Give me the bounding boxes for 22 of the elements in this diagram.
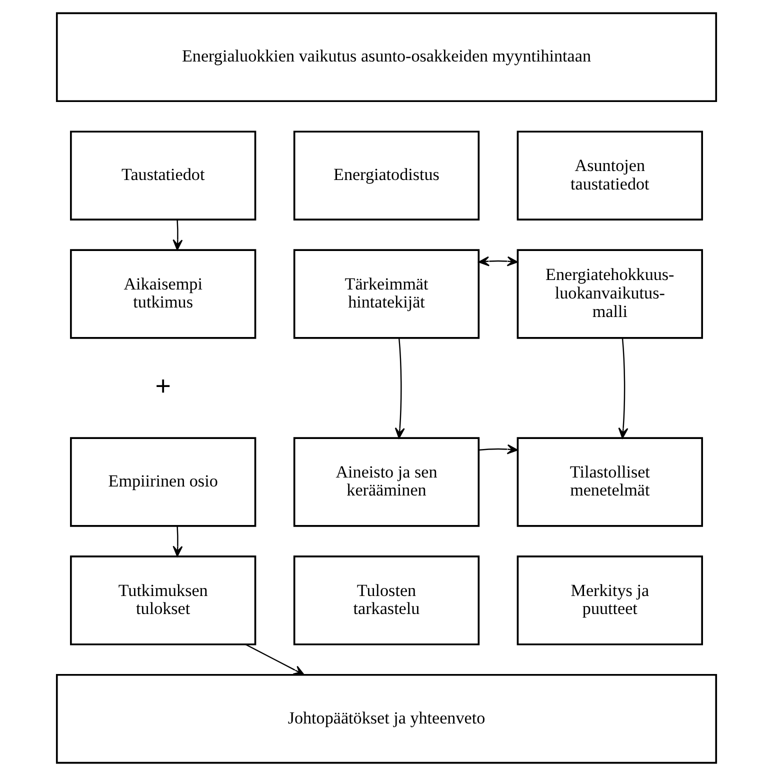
node-box: Aikaisempi tutkimus (70, 249, 256, 339)
node-box: Tulosten tarkastelu (292, 556, 480, 646)
node-box: Energiatodistus (292, 130, 480, 220)
node-box: Empiirinen osio (70, 437, 256, 527)
node-box: Energiatehokkuus- luokanvaikutus- malli (516, 249, 702, 339)
arrow (478, 444, 518, 454)
arrow (172, 526, 182, 557)
node-box: Aineisto ja sen kerääminen (292, 437, 480, 527)
node-box: Taustatiedot (70, 130, 256, 220)
arrow (244, 644, 304, 676)
node-box: Johtopäätökset ja yhteenveto (55, 674, 717, 764)
node-box: Tärkeimmät hintatekijät (292, 249, 480, 339)
arrow (478, 256, 518, 266)
arrow (394, 338, 404, 439)
node-box: Merkitys ja puutteet (516, 556, 702, 646)
node-box: Energialuokkien vaikutus asunto-osakkeiden myyntihintaan (55, 12, 717, 102)
arrow (172, 220, 182, 250)
node-box: Tilastolliset menetelmät (516, 437, 702, 527)
arrow (618, 338, 628, 439)
node-box: Tutkimuksen tulokset (70, 556, 256, 646)
node-box: Asuntojen taustatiedot (516, 130, 702, 220)
label: + (154, 370, 170, 401)
